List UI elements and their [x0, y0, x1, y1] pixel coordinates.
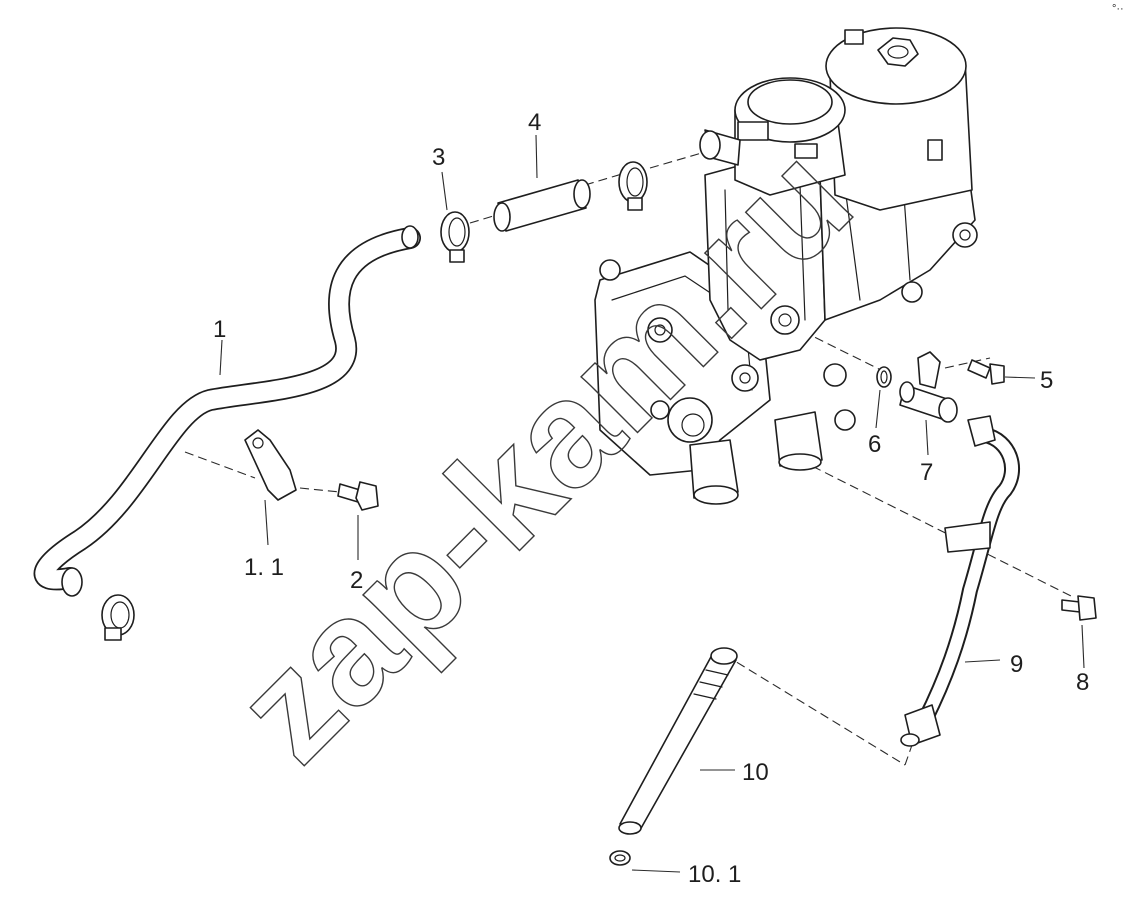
label-clamp-3: 3: [432, 144, 445, 171]
label-bolt-8: 8: [1076, 669, 1089, 696]
hose-bracket: [244, 429, 297, 501]
label-sleeve-4: 4: [528, 109, 541, 136]
bolt-5: [967, 359, 1005, 385]
coolant-hose: [33, 225, 421, 597]
bolt-8: [1061, 595, 1097, 621]
pipe-9: [900, 415, 1021, 747]
label-adapter-7: 7: [920, 459, 933, 486]
connector-sleeve: [493, 179, 591, 232]
label-bolt-5: 5: [1040, 367, 1053, 394]
label-o-ring-10-1: 10. 1: [688, 861, 741, 888]
label-hose-1: 1: [213, 316, 226, 343]
bolt-2: [337, 481, 379, 511]
hose-clamp-right: [618, 161, 648, 211]
hose-clamp-lower: [101, 594, 135, 641]
callout-labels: 1 1. 1 2 3 4 5 6 7 8 9 10 10. 1: [213, 109, 1089, 888]
tube-10: [618, 647, 738, 835]
label-tube-10: 10: [742, 759, 769, 786]
label-bracket-1-1: 1. 1: [244, 554, 284, 581]
label-pipe-9: 9: [1010, 651, 1023, 678]
corner-mark: °··: [1112, 3, 1124, 15]
filter-housing: [594, 27, 978, 505]
label-bolt-2: 2: [350, 567, 363, 594]
o-ring-6: [876, 366, 892, 388]
hose-clamp-upper: [440, 211, 470, 263]
o-ring-10-1: [609, 850, 631, 866]
callout-leaders: [219, 134, 1085, 873]
label-o-ring-6: 6: [868, 431, 881, 458]
adapter-7: [899, 351, 958, 423]
